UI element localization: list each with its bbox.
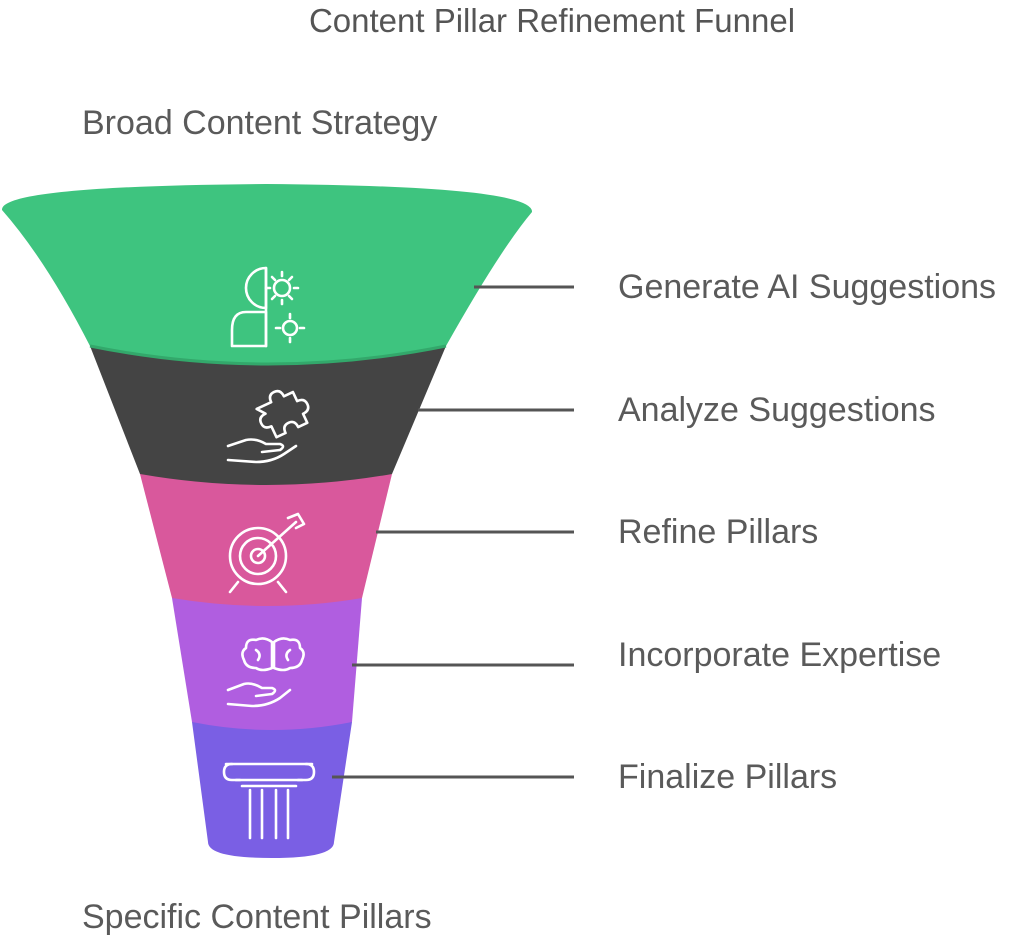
diagram-title: Content Pillar Refinement Funnel — [308, 2, 796, 39]
funnel-top-label: Broad Content Strategy — [82, 104, 438, 142]
funnel-stage-analyze — [90, 346, 446, 485]
hand-puzzle-icon — [226, 389, 310, 464]
stage-label-generate: Generate AI Suggestions — [618, 268, 997, 306]
stage-band — [192, 722, 352, 858]
funnel-stage-expertise — [172, 598, 362, 730]
hand-brain-icon — [226, 637, 305, 708]
pillar-icon — [222, 762, 316, 840]
stage-label-finalize: Finalize Pillars — [618, 758, 838, 796]
funnel-bottom-label: Specific Content Pillars — [82, 898, 432, 936]
funnel-stage-finalize — [192, 722, 352, 858]
person-gear-icon — [230, 266, 306, 348]
stage-band — [90, 346, 446, 485]
stage-label-expertise: Incorporate Expertise — [618, 636, 942, 674]
stage-label-analyze: Analyze Suggestions — [618, 391, 936, 429]
stage-label-refine: Refine Pillars — [618, 513, 819, 551]
target-arrow-icon — [228, 512, 306, 594]
stage-band — [172, 598, 362, 730]
connector-lines — [332, 285, 574, 779]
